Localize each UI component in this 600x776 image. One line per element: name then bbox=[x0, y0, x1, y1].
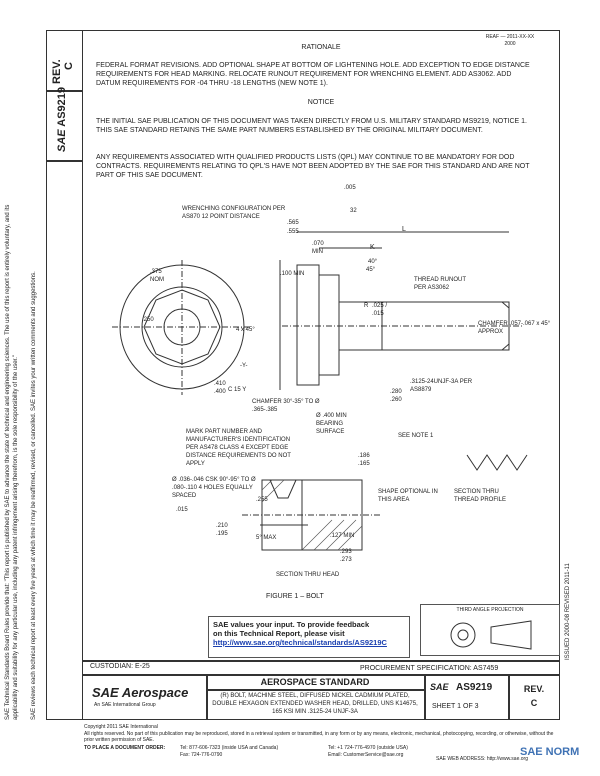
label-005: .005 bbox=[344, 185, 356, 191]
feedback-link[interactable]: http://www.sae.org/technical/standards/A… bbox=[213, 638, 387, 647]
label-wrenching: WRENCHING CONFIGURATION PER AS870 12 POI… bbox=[182, 206, 286, 220]
label-part-mark: MARK PART NUMBER AND MANUFACTURER'S IDEN… bbox=[186, 429, 291, 467]
footer-email[interactable]: Email: CustomerService@sae.org bbox=[328, 752, 404, 758]
label-400min: Ø .400 MIN BEARING SURFACE bbox=[316, 413, 347, 435]
notice-para-1: THE INITIAL SAE PUBLICATION OF THIS DOCU… bbox=[96, 118, 527, 134]
label-section-thread: SECTION THRU THREAD PROFILE bbox=[454, 489, 507, 503]
doc-number-left: SAE AS9219 bbox=[56, 86, 68, 152]
procurement-spec: PROCUREMENT SPECIFICATION: AS7459 bbox=[360, 665, 499, 672]
label-c15y: C 15 Y bbox=[228, 387, 247, 393]
label-100min: .100 MIN bbox=[280, 271, 305, 277]
title-block-vdiv-1 bbox=[206, 674, 208, 720]
label-273: .273 bbox=[340, 557, 352, 563]
custodian: CUSTODIAN: E-25 bbox=[90, 663, 150, 670]
rev-label-left: REV. bbox=[51, 59, 63, 84]
drawing-frame bbox=[82, 30, 560, 720]
label-4x45: 4 x 45° bbox=[236, 327, 255, 333]
rationale-heading: RATIONALE bbox=[301, 44, 341, 51]
projection-symbol bbox=[450, 620, 532, 650]
label-070: .070 bbox=[312, 241, 324, 247]
header-stamp-2: 2000 bbox=[504, 41, 516, 47]
label-555: .555 bbox=[287, 229, 299, 235]
feedback-line-1: SAE values your input. To provide feedba… bbox=[213, 620, 370, 629]
label-195: .195 bbox=[216, 531, 228, 537]
header-stamp-1: REAF — 2011-XX-XX bbox=[485, 34, 535, 40]
title-block-top bbox=[82, 660, 560, 662]
label-csk: Ø .036-.046 CSK 90°-95° TO Ø .080-.110 4… bbox=[172, 477, 256, 499]
label-r-vals: .025 / .015 bbox=[372, 303, 388, 317]
notice-heading: NOTICE bbox=[307, 99, 335, 106]
divider bbox=[46, 90, 82, 92]
label-210: .210 bbox=[216, 523, 228, 529]
label-ref-y: -Y- bbox=[240, 363, 248, 369]
footer-web[interactable]: SAE WEB ADDRESS: http://www.sae.org bbox=[436, 756, 528, 762]
label-127: .127 MIN bbox=[330, 533, 355, 539]
label-r: R bbox=[364, 303, 369, 309]
aerospace-standard: AEROSPACE STANDARD bbox=[260, 677, 370, 687]
sae-mark-title: SAE bbox=[430, 682, 449, 692]
label-293: .293 bbox=[340, 549, 352, 555]
rev-value-left: C bbox=[63, 62, 75, 70]
footer-tel: Tel: 877-606-7323 (inside USA and Canada… bbox=[180, 745, 279, 751]
label-min: MIN bbox=[312, 249, 323, 255]
watermark: SAE NORM bbox=[520, 746, 580, 758]
label-thread-runout: THREAD RUNOUT PER AS3062 bbox=[414, 277, 466, 291]
left-tab-column bbox=[46, 30, 82, 720]
label-section-head: SECTION THRU HEAD bbox=[276, 572, 340, 578]
issued-revised: ISSUED 2000-08 REVISED 2011-11 bbox=[565, 563, 571, 660]
label-K: K bbox=[370, 244, 375, 251]
label-186: .186 bbox=[358, 453, 370, 459]
notice-para-2: ANY REQUIREMENTS ASSOCIATED WITH QUALIFI… bbox=[96, 154, 530, 179]
figure-caption: FIGURE 1 – BOLT bbox=[266, 593, 324, 600]
label-see-note: SEE NOTE 1 bbox=[398, 433, 434, 439]
rev-value: C bbox=[530, 698, 538, 708]
title-block-vdiv-3 bbox=[508, 674, 510, 720]
standard-description: (R) BOLT, MACHINE STEEL, DIFFUSED NICKEL… bbox=[212, 693, 418, 715]
label-32: 32 bbox=[350, 208, 357, 214]
doc-number: AS9219 bbox=[456, 682, 493, 693]
sae-subtitle: An SAE International Group bbox=[94, 702, 156, 708]
rev-label: REV. bbox=[523, 684, 545, 694]
bolt-head-side bbox=[296, 264, 320, 386]
label-45deg: 45° bbox=[366, 267, 376, 273]
label-165: .165 bbox=[358, 461, 370, 467]
label-tol: .015 bbox=[176, 507, 188, 513]
bolt-drawing bbox=[112, 231, 528, 551]
label-shape-optional: SHAPE OPTIONAL IN THIS AREA bbox=[378, 489, 438, 503]
label-280: .280 bbox=[390, 389, 402, 395]
label-L: L bbox=[402, 226, 406, 233]
rights: All rights reserved. No part of this pub… bbox=[84, 731, 554, 743]
thread-profile bbox=[466, 454, 528, 471]
label-chamfer-right: CHAMFER .057-.067 x 45° APPROX bbox=[478, 321, 551, 335]
side-notice-2: SAE reviews each technical report at lea… bbox=[31, 271, 37, 720]
label-410: .410 bbox=[214, 381, 226, 387]
third-angle-label: THIRD ANGLE PROJECTION bbox=[456, 607, 524, 613]
label-260: .260 bbox=[390, 397, 402, 403]
footer-tel2: Tel: +1 724-776-4970 (outside USA) bbox=[328, 745, 408, 751]
label-40deg: 40° bbox=[368, 259, 378, 265]
title-block-vdiv-2 bbox=[424, 674, 426, 720]
rationale-body: FEDERAL FORMAT REVISIONS. ADD OPTIONAL S… bbox=[96, 62, 530, 87]
label-thread: .3125-24UNJF-3A PER AS8879 bbox=[410, 379, 473, 393]
third-angle-box: THIRD ANGLE PROJECTION bbox=[420, 604, 560, 656]
label-5max: 5° MAX bbox=[256, 535, 277, 541]
sae-aerospace-logo: SAE Aerospace bbox=[92, 685, 189, 700]
sheet-number: SHEET 1 OF 3 bbox=[432, 703, 479, 710]
title-divider bbox=[206, 689, 424, 691]
label-chamfer-bottom: CHAMFER 30°-35° TO Ø .365-.385 bbox=[252, 399, 320, 413]
side-notice-1: SAE Technical Standards Board Rules prov… bbox=[5, 204, 19, 720]
feedback-box: SAE values your input. To provide feedba… bbox=[208, 616, 410, 658]
copyright: Copyright 2011 SAE International bbox=[84, 724, 158, 730]
footer-fax: Fax: 724-776-0790 bbox=[180, 752, 223, 758]
divider bbox=[46, 160, 82, 162]
feedback-line-2: on this Technical Report, please visit bbox=[213, 629, 345, 638]
order-label: TO PLACE A DOCUMENT ORDER: bbox=[84, 745, 166, 751]
label-nom: NOM bbox=[150, 277, 164, 283]
label-255: .255 bbox=[256, 497, 268, 503]
label-565: .565 bbox=[287, 220, 299, 226]
label-250: .250 bbox=[142, 317, 154, 323]
title-block-divider bbox=[82, 674, 560, 676]
label-375: .375 bbox=[150, 269, 162, 275]
label-400: .400 bbox=[214, 389, 226, 395]
